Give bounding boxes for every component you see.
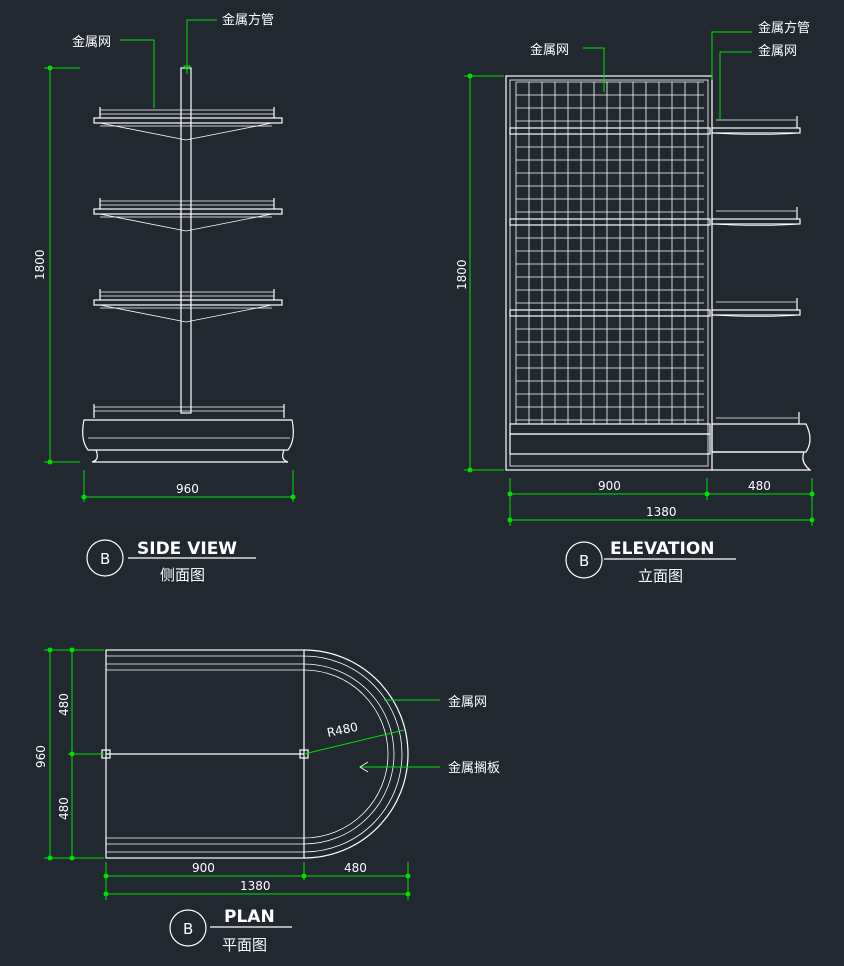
- side-view-shelf-1: [93, 107, 283, 141]
- side-view-badge-circle: [86, 539, 124, 577]
- plan-dim-1380: 1380: [240, 879, 271, 893]
- plan-dim-900: 900: [192, 861, 215, 875]
- plan-radius: R480: [326, 720, 359, 740]
- plan: R480 金属网 金属搁板 960 480 480 900 480 1380: [34, 647, 500, 954]
- plan-dim-960: 960: [34, 745, 48, 768]
- plan-shelf-label: 金属搁板: [448, 760, 500, 776]
- side-view-shelf-3: [93, 289, 283, 323]
- side-view-mesh-label: 金属网: [72, 34, 111, 50]
- side-view-height-dim: 1800: [33, 249, 47, 280]
- side-view-tube-label: 金属方管: [222, 12, 274, 28]
- elevation-side-shelves: [711, 116, 812, 471]
- elevation-title: ELEVATION: [610, 539, 715, 559]
- plan-badge: B: [183, 920, 193, 938]
- plan-dim-480-top: 480: [57, 693, 71, 716]
- elevation-mesh-right-label: 金属网: [758, 43, 797, 59]
- side-view-subtitle: 侧面图: [160, 566, 205, 584]
- side-view-pole: [180, 67, 192, 414]
- elevation-dim-480: 480: [748, 479, 771, 493]
- elevation-height-dim: 1800: [455, 259, 469, 290]
- elevation: 金属方管 金属网 金属网 1800 900 480 1380 B ELEVATI…: [455, 20, 815, 585]
- plan-subtitle: 平面图: [222, 936, 267, 954]
- plan-dim-480: 480: [344, 861, 367, 875]
- plan-arc-outer: [303, 649, 409, 859]
- side-view-base: [82, 404, 294, 463]
- side-view-width-dim: 960: [176, 482, 199, 496]
- side-view: 金属方管 金属网 1800 960 B SIDE VIEW 侧面图: [33, 12, 296, 584]
- plan-title: PLAN: [224, 907, 275, 927]
- plan-dim-480-bottom: 480: [57, 797, 71, 820]
- elevation-dim-900: 900: [598, 479, 621, 493]
- elevation-tube-label: 金属方管: [758, 20, 810, 36]
- elevation-subtitle: 立面图: [638, 567, 683, 585]
- elevation-dim-1380: 1380: [646, 505, 677, 519]
- elevation-mesh-label: 金属网: [530, 42, 569, 58]
- elevation-mesh: [515, 81, 704, 424]
- plan-mesh-label: 金属网: [448, 694, 487, 710]
- elevation-badge: B: [579, 552, 589, 570]
- side-view-shelf-2: [93, 198, 283, 232]
- side-view-badge: B: [100, 550, 110, 568]
- elevation-frame: [505, 75, 713, 471]
- side-view-title: SIDE VIEW: [137, 539, 237, 559]
- elevation-shelves: [509, 127, 711, 455]
